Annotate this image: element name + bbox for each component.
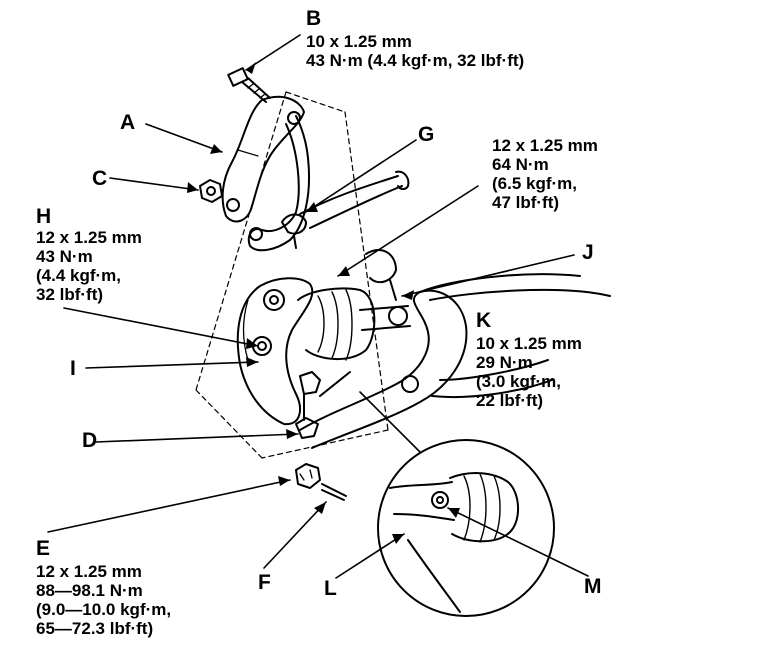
spec-G-line: 64 N·m — [492, 155, 549, 174]
callout-letter-A: A — [120, 111, 136, 134]
callout-letter-F: F — [258, 571, 271, 594]
leader-lines — [47, 34, 589, 579]
bolt-B — [227, 67, 271, 103]
detail-view — [377, 439, 555, 617]
knuckle — [236, 277, 321, 426]
spec-E-line: 12 x 1.25 mm — [36, 562, 142, 581]
spec-H-line: 43 N·m — [36, 247, 93, 266]
spec-K-line: 29 N·m — [476, 353, 533, 372]
spec-G: 12 x 1.25 mm 64 N·m (6.5 kgf·m, 47 lbf·f… — [492, 136, 598, 212]
drive-shaft — [297, 249, 411, 361]
nut-C — [199, 179, 223, 203]
perspective-outline — [195, 91, 389, 459]
callout-letter-G: G — [418, 123, 435, 146]
spec-E-line: (9.0—10.0 kgf·m, — [36, 600, 172, 619]
spec-E-line: 65—72.3 lbf·ft) — [36, 619, 154, 638]
callout-letter-J: J — [582, 241, 594, 264]
spec-K-line: 10 x 1.25 mm — [476, 334, 582, 353]
callout-letter-E: E — [36, 537, 51, 560]
spec-K: 10 x 1.25 mm 29 N·m (3.0 kgf·m, 22 lbf·f… — [476, 334, 582, 410]
callout-letter-I: I — [70, 357, 76, 380]
spec-G-line: 47 lbf·ft) — [492, 193, 560, 212]
callout-letter-D: D — [82, 429, 98, 452]
castle-nut-E — [295, 463, 321, 489]
spec-B-line: 43 N·m (4.4 kgf·m, 32 lbf·ft) — [306, 51, 525, 70]
spec-G-line: 12 x 1.25 mm — [492, 136, 598, 155]
spec-B: 10 x 1.25 mm 43 N·m (4.4 kgf·m, 32 lbf·f… — [306, 32, 524, 70]
spec-H-line: 12 x 1.25 mm — [36, 228, 142, 247]
tie-rod-G — [281, 170, 410, 249]
callout-letter-L: L — [324, 577, 337, 600]
spec-H-line: 32 lbf·ft) — [36, 285, 104, 304]
callout-letter-C: C — [92, 167, 108, 190]
spec-E: 12 x 1.25 mm 88—98.1 N·m (9.0—10.0 kgf·m… — [36, 562, 171, 638]
spec-H-line: (4.4 kgf·m, — [36, 266, 122, 285]
spec-H: 12 x 1.25 mm 43 N·m (4.4 kgf·m, 32 lbf·f… — [36, 228, 142, 304]
callout-letter-M: M — [584, 575, 602, 598]
callout-letter-K: K — [476, 309, 492, 332]
spec-G-line: (6.5 kgf·m, — [492, 174, 578, 193]
spec-K-line: 22 lbf·ft) — [476, 391, 544, 410]
cotter-pin-F — [321, 483, 347, 501]
leader-arrowheads — [187, 62, 460, 544]
spec-E-line: 88—98.1 N·m — [36, 581, 143, 600]
callout-letter-H: H — [36, 205, 52, 228]
spec-K-line: (3.0 kgf·m, — [476, 372, 562, 391]
spec-B-line: 10 x 1.25 mm — [306, 32, 412, 51]
callout-letter-B: B — [306, 7, 322, 30]
upper-arm-A — [221, 95, 311, 252]
